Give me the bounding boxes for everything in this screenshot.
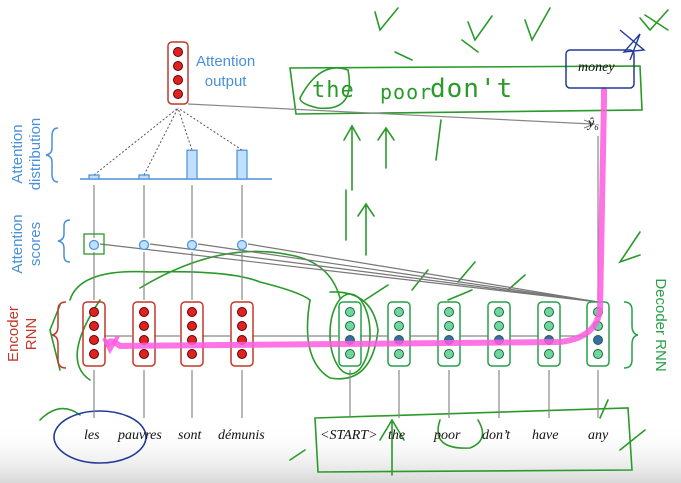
source-word: pauvres xyxy=(118,428,162,443)
start-cell-highlight xyxy=(329,293,371,375)
attention-score-nodes xyxy=(83,233,248,255)
attention-bar xyxy=(138,174,150,180)
encoder-cells xyxy=(82,301,254,367)
distribution-brace xyxy=(45,127,59,183)
source-word: sont xyxy=(178,428,202,443)
decoder-cell xyxy=(437,301,461,367)
decoder-cell xyxy=(487,301,511,367)
output-word-money: money xyxy=(578,60,615,75)
money-output-box xyxy=(565,29,646,89)
encoder-cell xyxy=(180,301,204,367)
output-to-yhat-line xyxy=(187,103,593,125)
attention-output-vector xyxy=(167,41,189,105)
target-word: any xyxy=(588,428,609,443)
target-word: <START> xyxy=(320,428,378,443)
source-word: les xyxy=(84,428,100,443)
handwritten-poor: poor xyxy=(380,80,433,104)
attention-scores-label: Attention scores xyxy=(9,214,44,274)
attention-distribution-bars xyxy=(88,149,248,180)
decoder-brace xyxy=(623,301,639,369)
target-word: the xyxy=(388,428,406,443)
attention-distribution-label: Attention distribution xyxy=(9,117,44,191)
handwritten-the: the xyxy=(312,78,355,103)
attention-bar xyxy=(186,149,198,180)
source-word: démunis xyxy=(218,428,265,443)
encoder-brace xyxy=(51,301,67,369)
attention-output-label: Attention output xyxy=(196,53,256,90)
attention-weighted-sum-lines xyxy=(93,107,243,176)
les-highlight-circle xyxy=(53,410,147,464)
handwritten-annotations xyxy=(39,7,669,476)
magenta-annotation-path xyxy=(105,87,607,349)
y-hat-label: ŷ₆ xyxy=(588,116,600,131)
decoder-to-scores-lines xyxy=(99,243,599,303)
encoder-cell xyxy=(230,301,254,367)
attention-bar xyxy=(88,174,100,180)
decoder-cell xyxy=(338,301,362,367)
decoder-cell xyxy=(387,301,411,367)
encoder-cell xyxy=(82,301,106,367)
scores-brace xyxy=(57,219,71,263)
decoder-rnn-label: Decoder RNN xyxy=(652,278,669,372)
target-word: don’t xyxy=(482,428,510,443)
attention-bar xyxy=(236,149,248,180)
bottom-fade xyxy=(0,425,681,483)
decoder-cell xyxy=(537,301,561,367)
encoder-cell xyxy=(132,301,156,367)
target-word: have xyxy=(532,428,559,443)
encoder-vertical-arrows xyxy=(93,185,243,300)
target-word: poor xyxy=(434,428,461,443)
handwritten-dont: don't xyxy=(430,74,514,104)
decoder-cells xyxy=(329,293,610,375)
encoder-rnn-label: Encoder RNN xyxy=(5,306,40,362)
